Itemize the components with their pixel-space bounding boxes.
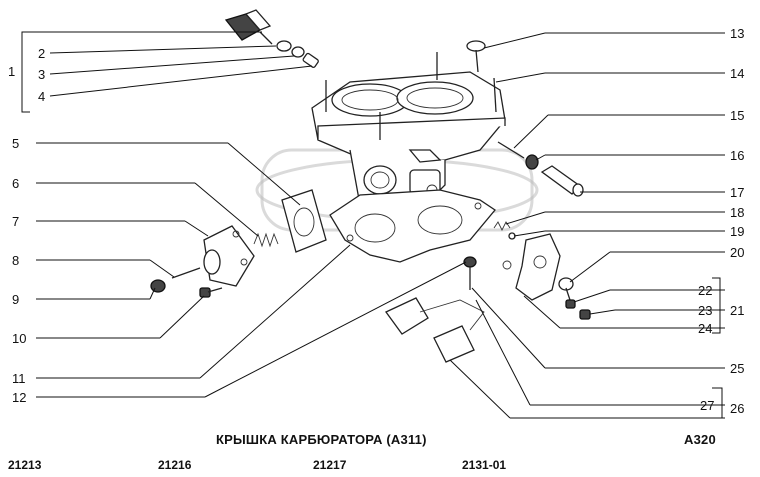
- screw-part-23: [579, 309, 591, 320]
- callout-16: 16: [730, 148, 744, 163]
- needle-valve-part-25: [463, 256, 512, 290]
- callout-24: 24: [698, 321, 712, 336]
- diagram-code: А320: [684, 432, 716, 447]
- callout-27: 27: [700, 398, 714, 413]
- callout-9: 9: [12, 292, 19, 307]
- model-21217: 21217: [313, 458, 347, 472]
- callout-23: 23: [698, 303, 712, 318]
- washer-part-2: [276, 40, 292, 52]
- float-part-27: [385, 297, 485, 363]
- fuel-inlet-part-17: [540, 165, 584, 197]
- model-21216: 21216: [158, 458, 192, 472]
- callout-18: 18: [730, 205, 744, 220]
- callout-10: 10: [12, 331, 26, 346]
- callout-20: 20: [730, 245, 744, 260]
- washer-part-3: [291, 46, 305, 58]
- callout-4: 4: [38, 89, 45, 104]
- callout-12: 12: [12, 390, 26, 405]
- callout-2: 2: [38, 46, 45, 61]
- callout-26: 26: [730, 401, 744, 416]
- screw-part-10: [199, 287, 223, 298]
- screw-part-15: [497, 141, 525, 159]
- callout-7: 7: [12, 214, 19, 229]
- callout-numbers: 1 2 3 4 5 6 7 8 9 10 11 12 13 14 15 16 1…: [8, 26, 744, 416]
- callout-11: 11: [12, 371, 26, 386]
- flange-part-5: [281, 189, 327, 253]
- gasket-part-11: [329, 189, 496, 263]
- screw-part-13: [466, 40, 486, 73]
- model-2131-01: 2131-01: [462, 458, 507, 472]
- callout-3: 3: [38, 67, 45, 82]
- diagram-title: КРЫШКА КАРБЮРАТОРА (А311): [216, 432, 427, 447]
- solenoid-valve-part-1: [224, 9, 273, 45]
- carburetor-cover-body: [311, 52, 506, 211]
- callout-25: 25: [730, 361, 744, 376]
- screw-part-22: [565, 299, 576, 309]
- bolt-part-20: [558, 277, 574, 301]
- callout-1: 1: [8, 64, 15, 79]
- callout-13: 13: [730, 26, 744, 41]
- nut-part-9: [150, 279, 166, 293]
- diaphragm-housing-part-7: [203, 225, 255, 287]
- callout-15: 15: [730, 108, 744, 123]
- callout-14: 14: [730, 66, 744, 81]
- callout-21: 21: [730, 303, 744, 318]
- model-21213: 21213: [8, 458, 42, 472]
- callout-5: 5: [12, 136, 19, 151]
- callout-8: 8: [12, 253, 19, 268]
- screw-part-8: [171, 267, 201, 279]
- callout-6: 6: [12, 176, 19, 191]
- jet-part-4: [302, 52, 319, 68]
- washer-part-16: [525, 154, 539, 170]
- stud-part-14: [493, 77, 497, 113]
- spring-part-6: [253, 232, 279, 248]
- lever-plate-part-24: [515, 233, 561, 301]
- callout-19: 19: [730, 224, 744, 239]
- leader-lines: [21, 31, 725, 419]
- callout-22: 22: [698, 283, 712, 298]
- callout-17: 17: [730, 185, 744, 200]
